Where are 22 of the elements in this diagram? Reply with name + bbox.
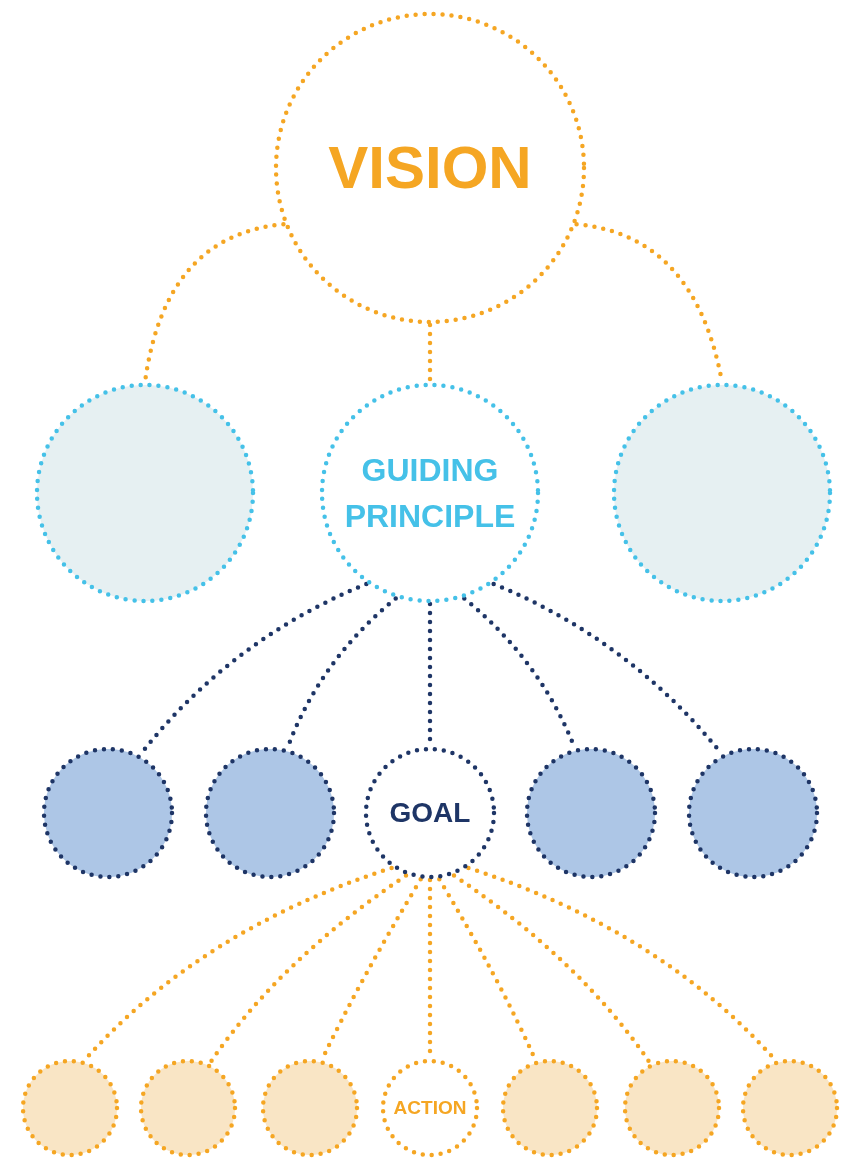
dotted-circle: [686, 746, 820, 880]
dotted-circle: [380, 1058, 480, 1158]
dotted-circle: [740, 1058, 840, 1158]
circle-label: GUIDING PRINCIPLE: [343, 451, 517, 536]
dotted-connector: [451, 873, 653, 1066]
dotted-circle: [138, 1058, 238, 1158]
dotted-circle: [273, 11, 587, 325]
dotted-circle: [203, 746, 337, 880]
dotted-circle: [41, 746, 175, 880]
circle-label: GOAL: [389, 796, 471, 830]
dotted-connector: [207, 873, 409, 1066]
circle-label: VISION: [328, 133, 532, 203]
dotted-circle: [319, 382, 541, 604]
dotted-circle: [500, 1058, 600, 1158]
dotted-circle: [260, 1058, 360, 1158]
dotted-circle: [622, 1058, 722, 1158]
dotted-circle: [524, 746, 658, 880]
dotted-circle: [20, 1058, 120, 1158]
dotted-circle: [363, 746, 497, 880]
dotted-circle: [34, 382, 256, 604]
dotted-circle: [611, 382, 833, 604]
circle-label: ACTION: [393, 1095, 467, 1120]
